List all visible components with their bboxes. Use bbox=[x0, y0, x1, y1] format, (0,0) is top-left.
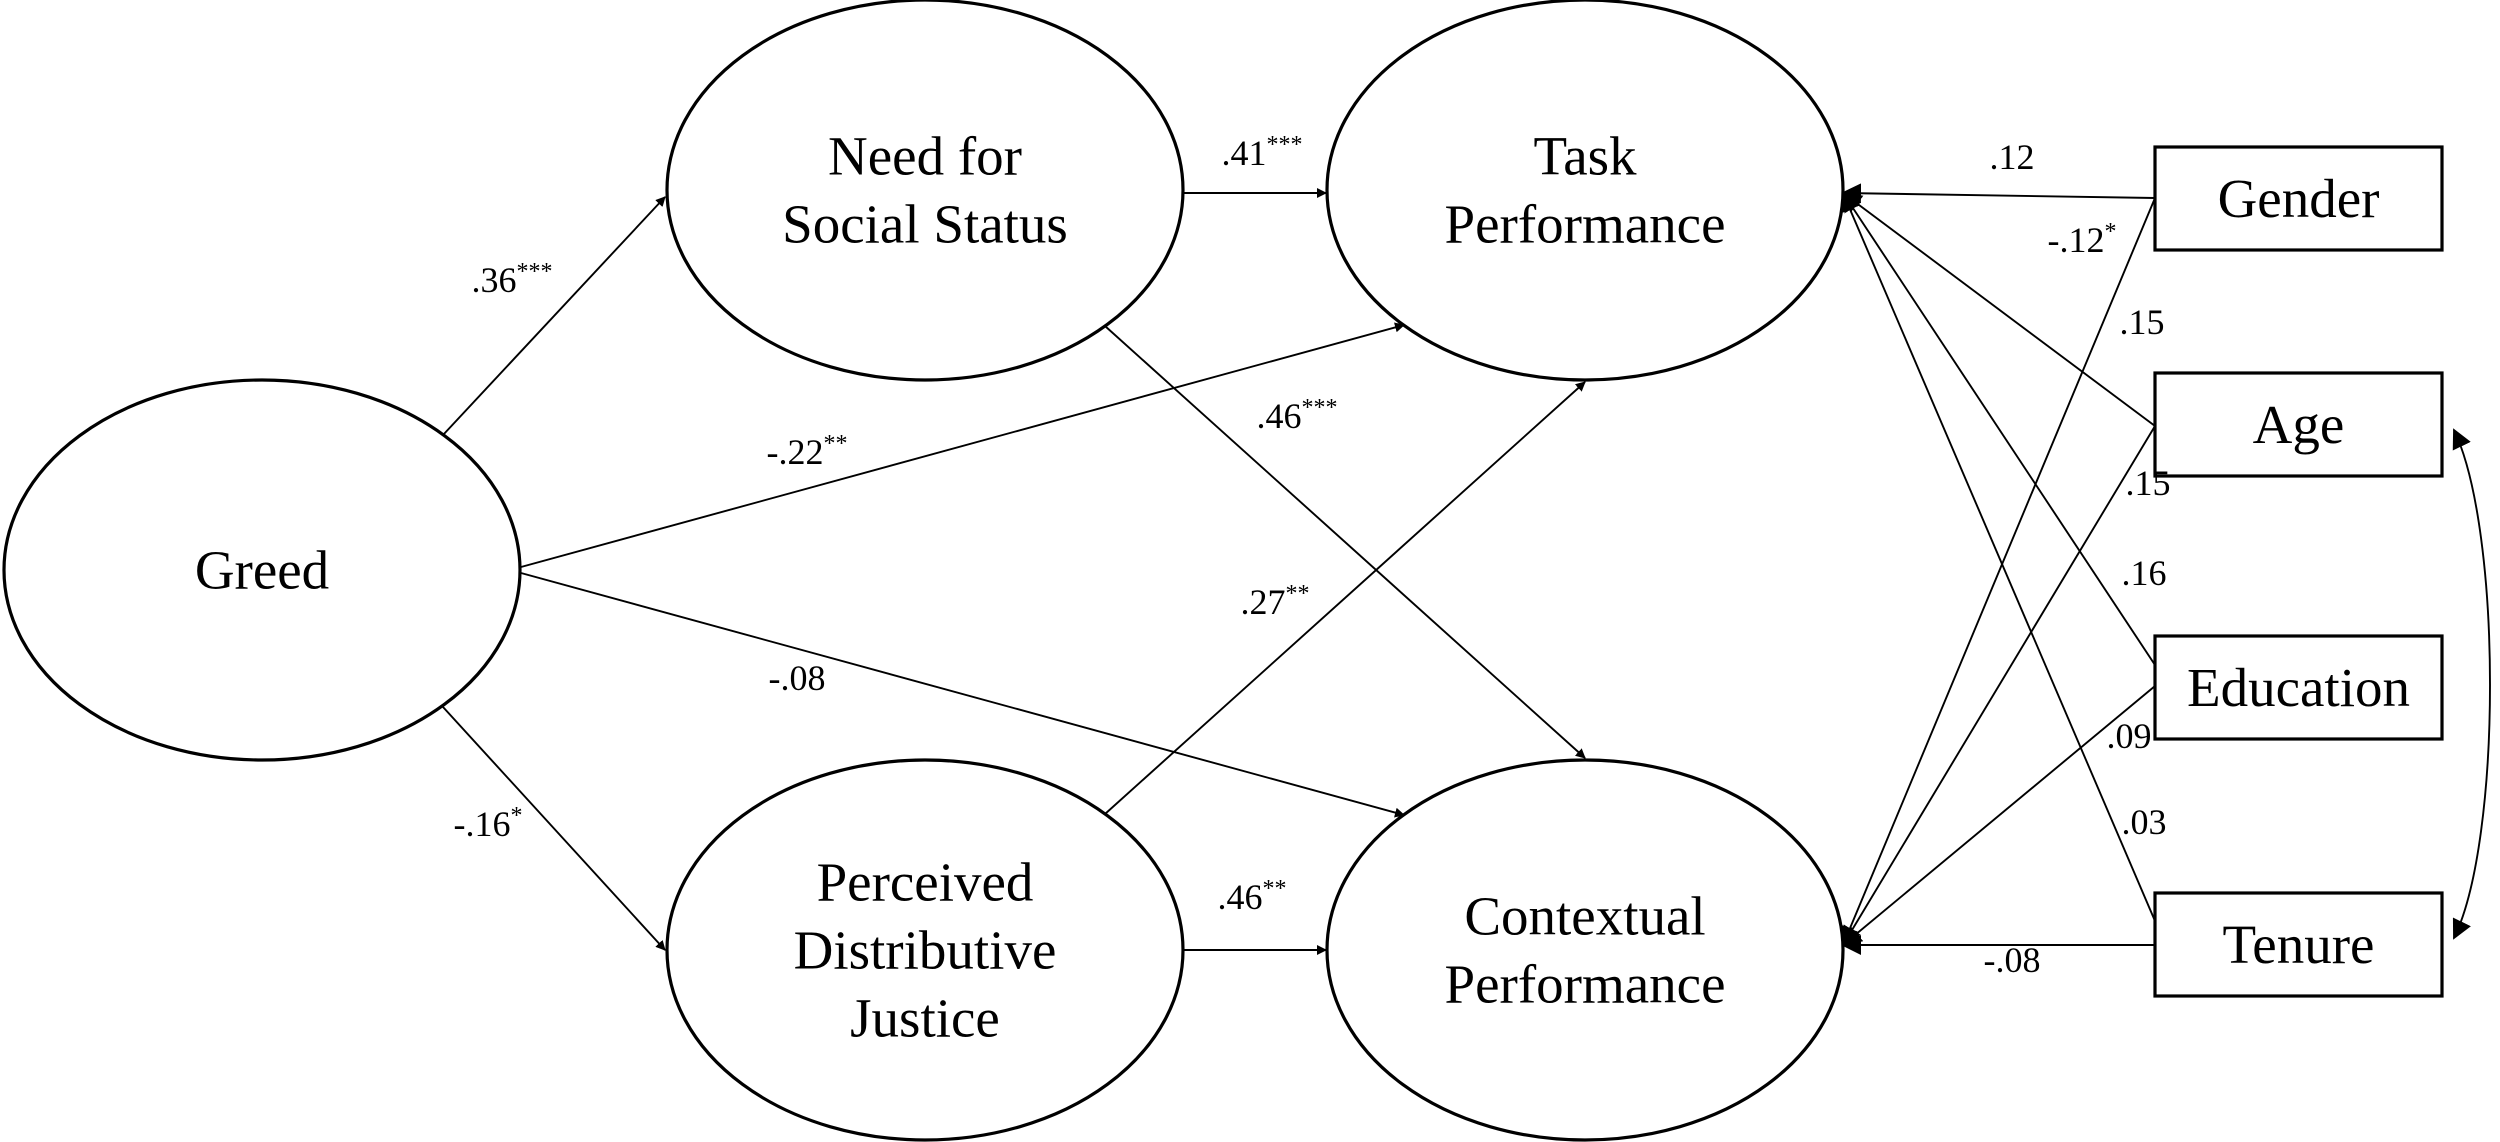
coefficient-value: .12 bbox=[1990, 137, 2035, 177]
coefficient-label-greed-ctx: -.08 bbox=[769, 658, 826, 698]
path-lines bbox=[442, 183, 2491, 955]
path-arrow-age-ctx bbox=[1841, 425, 2156, 947]
path-arrow-education-ctx bbox=[1841, 685, 2156, 947]
significance-stars: * bbox=[511, 803, 523, 829]
coefficient-value: -.16 bbox=[454, 804, 511, 844]
path-arrow-greed-ctx bbox=[520, 572, 1405, 818]
observed-variable-box bbox=[2153, 634, 2444, 741]
node-label: Age bbox=[2253, 394, 2345, 455]
coefficient-label-pdj-ctx: .46** bbox=[1218, 876, 1287, 917]
path-arrow-greed-task bbox=[520, 322, 1405, 568]
coefficient-label-greed-pdj: -.16* bbox=[454, 803, 523, 844]
coefficient-label-age-task: .15 bbox=[2120, 302, 2165, 342]
observed-variable-box bbox=[2153, 891, 2444, 998]
latent-variable-ellipse bbox=[665, 758, 1185, 1142]
coefficient-value: -.08 bbox=[1984, 940, 2041, 980]
node-label: Task bbox=[1533, 126, 1637, 187]
node-label: Tenure bbox=[2223, 914, 2375, 975]
latent-variable-ellipse bbox=[1325, 0, 1845, 382]
path-arrow-greed-pdj bbox=[442, 706, 666, 951]
node-label: Performance bbox=[1445, 954, 1726, 1015]
node-greed: Greed bbox=[2, 378, 522, 762]
coefficient-label-nss-ctx: .46*** bbox=[1257, 395, 1338, 436]
path-arrow-pdj-task bbox=[1104, 381, 1586, 815]
coefficient-value: .41 bbox=[1222, 133, 1267, 173]
coefficient-value: .09 bbox=[2107, 716, 2152, 756]
path-arrow-nss-ctx bbox=[1104, 325, 1586, 759]
node-label: Greed bbox=[195, 540, 329, 601]
path-arrow-tenure-task bbox=[1840, 191, 2156, 922]
node-label: Performance bbox=[1445, 194, 1726, 255]
significance-stars: * bbox=[2105, 219, 2117, 245]
significance-stars: ** bbox=[1263, 876, 1287, 902]
coefficient-label-education-task: .16 bbox=[2122, 553, 2167, 593]
coefficient-label-pdj-task: .27** bbox=[1241, 581, 1310, 622]
coefficient-label-nss-task: .41*** bbox=[1222, 132, 1303, 173]
coefficient-value: .15 bbox=[2126, 463, 2171, 503]
node-education: Education bbox=[2153, 634, 2444, 741]
node-label: Education bbox=[2187, 657, 2410, 718]
covariance-arc-age-tenure bbox=[2452, 428, 2491, 940]
coefficient-label-greed-task: -.22** bbox=[767, 431, 848, 472]
coefficient-value: .46 bbox=[1257, 396, 1302, 436]
coefficient-value: .03 bbox=[2122, 802, 2167, 842]
latent-variable-ellipse bbox=[2, 378, 522, 762]
coefficient-value: -.12 bbox=[2048, 220, 2105, 260]
node-label: Contextual bbox=[1464, 886, 1705, 947]
latent-variable-ellipse bbox=[665, 0, 1185, 382]
coefficient-value: .36 bbox=[472, 260, 517, 300]
coefficient-label-education-ctx: .09 bbox=[2107, 716, 2152, 756]
latent-variable-ellipse bbox=[1325, 758, 1845, 1142]
significance-stars: *** bbox=[517, 259, 553, 285]
node-gender: Gender bbox=[2153, 145, 2444, 252]
coefficient-value: -.08 bbox=[769, 658, 826, 698]
node-label: Perceived bbox=[817, 852, 1034, 913]
observed-variable-box bbox=[2153, 145, 2444, 252]
node-age: Age bbox=[2153, 371, 2444, 478]
coefficient-label-gender-task: .12 bbox=[1990, 137, 2035, 177]
coefficient-value: .46 bbox=[1218, 877, 1263, 917]
node-label: Justice bbox=[850, 988, 1000, 1049]
coefficient-label-greed-nss: .36*** bbox=[472, 259, 553, 300]
coefficient-label-gender-ctx: -.12* bbox=[2048, 219, 2117, 260]
coefficient-value: .27 bbox=[1241, 582, 1286, 622]
node-tenure: Tenure bbox=[2153, 891, 2444, 998]
path-arrow-gender-ctx bbox=[1840, 197, 2156, 947]
significance-stars: *** bbox=[1302, 395, 1338, 421]
coefficient-label-tenure-ctx: -.08 bbox=[1984, 940, 2041, 980]
path-arrow-gender-task bbox=[1841, 183, 2156, 204]
coefficient-labels: .36***-.16*-.22**-.08.41***.46***.27**.4… bbox=[454, 132, 2171, 980]
coefficient-value: .15 bbox=[2120, 302, 2165, 342]
significance-stars: ** bbox=[1286, 581, 1310, 607]
node-label: Need for bbox=[828, 126, 1022, 187]
path-arrow-greed-nss bbox=[442, 196, 666, 436]
coefficient-label-tenure-task: .03 bbox=[2122, 802, 2167, 842]
observed-variable-box bbox=[2153, 371, 2444, 478]
coefficient-value: .16 bbox=[2122, 553, 2167, 593]
node-label: Gender bbox=[2218, 168, 2380, 229]
significance-stars: ** bbox=[824, 431, 848, 457]
node-label: Social Status bbox=[782, 194, 1068, 255]
node-label: Distributive bbox=[794, 920, 1057, 981]
path-arrow-age-task bbox=[1841, 191, 2156, 427]
path-arrow-education-task bbox=[1841, 191, 2156, 666]
significance-stars: *** bbox=[1267, 132, 1303, 158]
coefficient-label-age-ctx: .15 bbox=[2126, 463, 2171, 503]
coefficient-value: -.22 bbox=[767, 432, 824, 472]
